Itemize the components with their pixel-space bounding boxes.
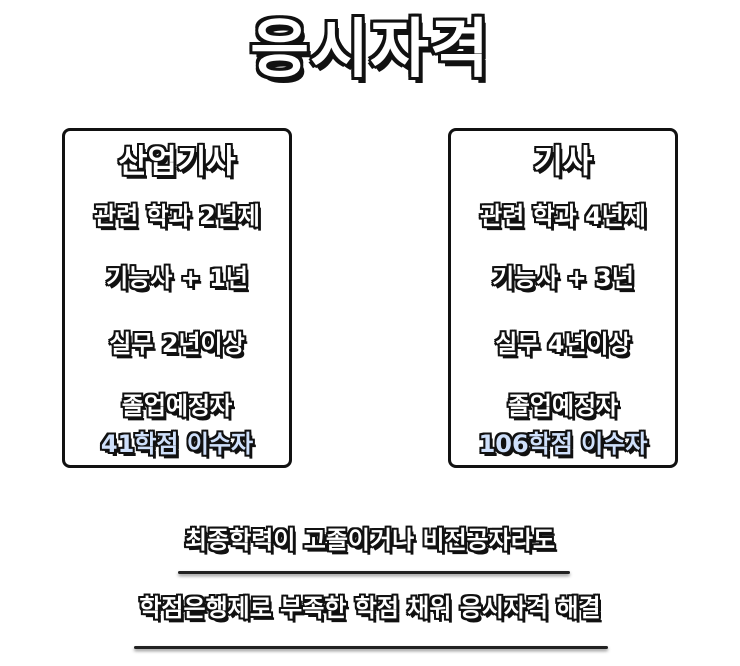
note-credit-bank: 학점은행제로 부족한 학점 채워 응시자격 해결 [138, 593, 601, 623]
note-eligibility: 최종학력이 고졸이거나 비전공자라도 [184, 525, 556, 555]
requirement-expected-graduate: 졸업예정자 [507, 391, 619, 421]
requirement-craftsman-experience: 기능사 + 1년 [105, 263, 249, 293]
note-underline [178, 571, 570, 574]
card-title: 기사 [533, 141, 594, 181]
requirement-craftsman-experience: 기능사 + 3년 [491, 263, 635, 293]
note-underline [134, 646, 608, 649]
card-industrial-engineer: 산업기사 관련 학과 2년제 기능사 + 1년 실무 2년이상 졸업예정자 41… [62, 128, 292, 468]
requirement-related-major: 관련 학과 4년제 [479, 201, 647, 231]
requirement-credits-highlight: 41학점 이수자 [100, 429, 254, 459]
requirement-work-experience: 실무 4년이상 [494, 329, 631, 359]
requirement-work-experience: 실무 2년이상 [108, 329, 245, 359]
card-title: 산업기사 [117, 141, 237, 181]
page-title: 응시자격 [249, 12, 491, 89]
card-engineer: 기사 관련 학과 4년제 기능사 + 3년 실무 4년이상 졸업예정자 106학… [448, 128, 678, 468]
requirement-expected-graduate: 졸업예정자 [121, 391, 233, 421]
requirement-credits-highlight: 106학점 이수자 [478, 429, 649, 459]
requirement-related-major: 관련 학과 2년제 [93, 201, 261, 231]
